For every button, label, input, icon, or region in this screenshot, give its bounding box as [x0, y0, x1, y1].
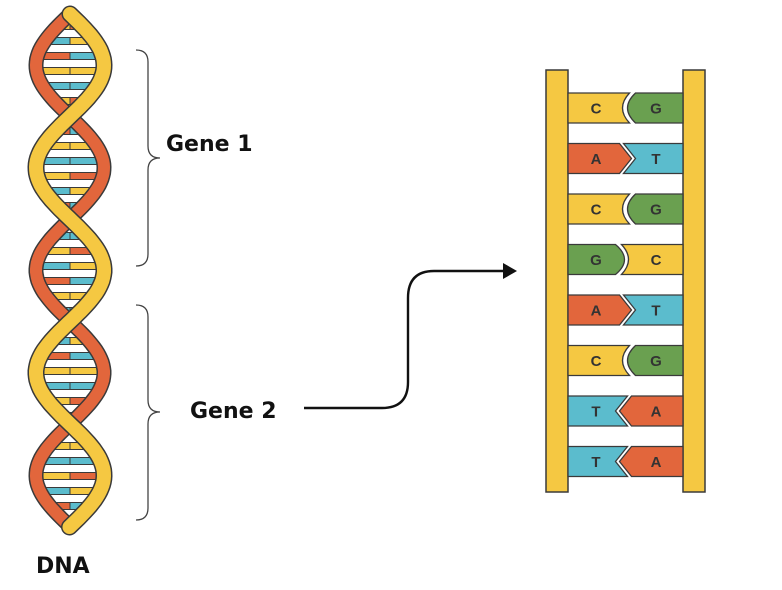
- base-t-right: [622, 294, 684, 326]
- base-letter-right: G: [650, 101, 662, 118]
- connector-arrowhead: [503, 263, 517, 279]
- base-g-right: [626, 344, 684, 377]
- base-t-right: [622, 142, 684, 175]
- base-letter-left: A: [591, 303, 602, 320]
- gene2-bracket: [135, 304, 161, 521]
- helix-rung: [36, 172, 104, 180]
- helix-front-strand-fill: [28, 7, 112, 534]
- base-letter-left: A: [591, 151, 602, 168]
- ladder-right-backbone: [682, 69, 706, 493]
- base-a-left: [567, 142, 633, 175]
- base-c-left: [567, 193, 631, 225]
- base-letter-right: A: [651, 454, 662, 471]
- dna-double-helix: [27, 5, 113, 536]
- helix-rung: [35, 367, 105, 375]
- base-letter-right: G: [650, 202, 662, 219]
- helix-rung: [35, 262, 105, 270]
- base-c-right: [620, 243, 684, 276]
- base-letter-left: G: [590, 252, 602, 269]
- base-letter-right: A: [651, 404, 662, 421]
- base-g-left: [567, 243, 626, 276]
- base-t-left: [567, 445, 629, 478]
- ladder-left-backbone: [545, 69, 569, 493]
- base-letter-left: C: [591, 202, 602, 219]
- base-letter-left: T: [591, 404, 600, 421]
- base-a-left: [567, 294, 633, 326]
- base-g-right: [626, 92, 684, 124]
- helix-rung: [36, 67, 104, 75]
- base-c-left: [567, 344, 631, 377]
- base-letter-right: C: [651, 252, 662, 269]
- base-a-right: [618, 395, 684, 427]
- base-letter-right: T: [651, 151, 660, 168]
- gene1-label: Gene 1: [166, 132, 253, 157]
- base-a-right: [618, 445, 684, 478]
- helix-back-strand-fill: [29, 8, 111, 533]
- gene2-label: Gene 2: [190, 399, 277, 424]
- helix-rung: [36, 157, 104, 165]
- base-letter-left: T: [591, 454, 600, 471]
- base-letter-right: T: [651, 303, 660, 320]
- base-c-left: [567, 92, 631, 124]
- gene1-bracket: [135, 49, 161, 267]
- base-letter-right: G: [650, 353, 662, 370]
- gene2-connector-arrow: [304, 269, 506, 410]
- helix-rung: [35, 472, 105, 480]
- dna-label: DNA: [36, 554, 90, 579]
- base-letter-left: C: [591, 353, 602, 370]
- base-g-right: [626, 193, 684, 225]
- base-letter-left: C: [591, 101, 602, 118]
- base-t-left: [567, 395, 629, 427]
